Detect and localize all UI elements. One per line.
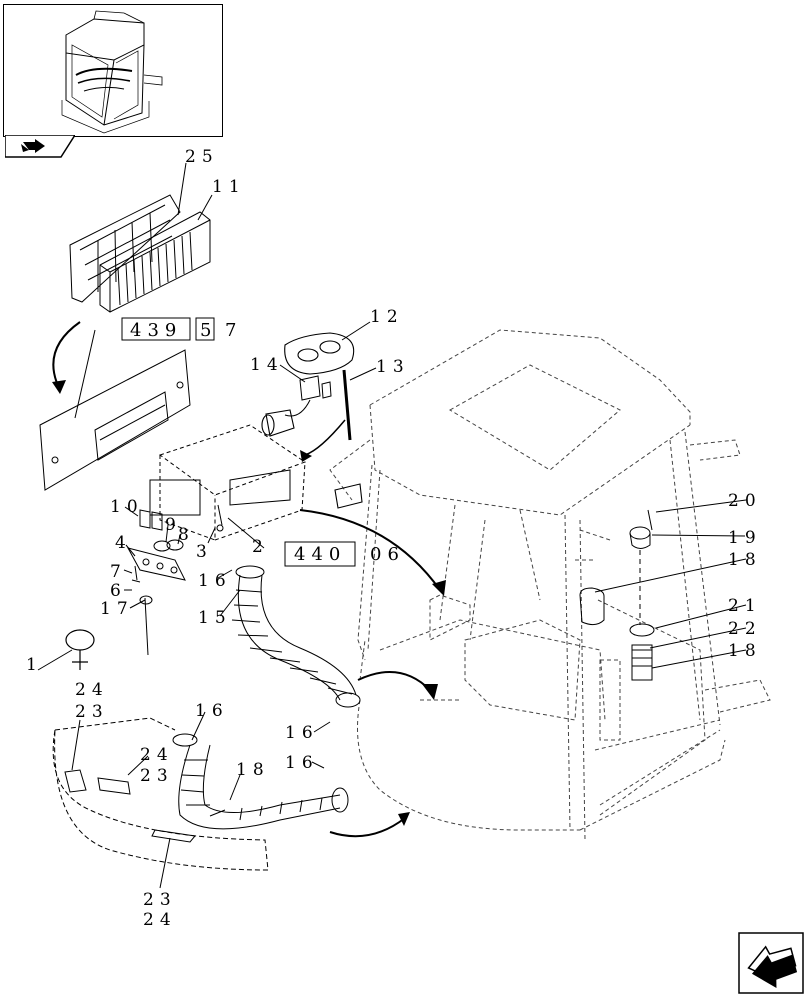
dashboard-lower-panel <box>52 717 269 871</box>
cab-filter-grille <box>69 194 181 303</box>
label-19: 19 <box>728 528 762 548</box>
ref-box-5[interactable]: 5 <box>195 317 217 341</box>
cab-frame-outline <box>329 329 771 841</box>
label-8: 8 <box>178 525 195 545</box>
label-16d: 16 <box>285 753 319 773</box>
vent-bonnet <box>284 332 355 375</box>
label-23a: 23 <box>75 702 109 722</box>
label-16b: 16 <box>195 701 229 721</box>
leader-lines <box>37 162 747 889</box>
label-24b: 24 <box>140 745 174 765</box>
part-labels: 25 11 12 14 13 10 9 8 4 3 2 7 6 17 16 15… <box>26 147 762 930</box>
label-17: 17 <box>100 599 134 619</box>
label-4: 4 <box>115 533 132 553</box>
label-6: 6 <box>110 581 127 601</box>
label-10: 10 <box>110 497 144 517</box>
heater-hose-upper <box>231 565 361 708</box>
label-15: 15 <box>198 608 232 628</box>
hose-clamp <box>65 629 95 670</box>
ref-box-439[interactable]: 439 <box>121 317 191 341</box>
label-21: 21 <box>728 596 762 616</box>
label-14: 14 <box>250 355 284 375</box>
defroster-parts <box>579 509 655 681</box>
next-page-button[interactable] <box>738 932 804 994</box>
label-7: 7 <box>110 562 127 582</box>
label-13: 13 <box>376 357 410 377</box>
label-24a: 24 <box>75 680 109 700</box>
label-23c: 23 <box>143 890 177 910</box>
label-1: 1 <box>26 655 43 675</box>
ref-box-440[interactable]: 440 <box>284 541 356 567</box>
flow-arrow-filter <box>52 321 81 391</box>
prev-page-button[interactable] <box>4 134 77 159</box>
label-18b: 18 <box>728 550 762 570</box>
flow-arrow-heater <box>299 509 441 591</box>
ref-7-text: 7 <box>225 320 242 341</box>
overview-thumbnail <box>3 4 223 137</box>
heater-hose-lower <box>172 733 349 830</box>
cab-filter-element <box>99 211 211 313</box>
label-9: 9 <box>165 515 182 535</box>
ref-440-text: 440 <box>294 544 346 565</box>
vent-grille-small <box>64 769 196 843</box>
label-16a: 16 <box>198 571 232 591</box>
label-12: 12 <box>370 307 404 327</box>
label-25: 25 <box>185 147 219 167</box>
fittings-group <box>127 504 224 656</box>
label-23b: 23 <box>140 766 174 786</box>
label-11: 11 <box>212 177 246 197</box>
arrow-prev-icon <box>4 134 77 158</box>
label-20: 20 <box>728 491 762 511</box>
label-2: 2 <box>252 537 269 557</box>
ref-439-text: 439 <box>130 320 182 341</box>
label-16c: 16 <box>285 723 319 743</box>
label-18a: 18 <box>236 760 270 780</box>
label-22: 22 <box>728 619 762 639</box>
duct-connector <box>261 409 363 509</box>
arrow-next-icon <box>738 932 804 994</box>
ref-06-text: 06 <box>370 544 405 565</box>
fan-switch <box>284 375 332 417</box>
drain-tube <box>342 369 352 441</box>
cab-overview-illustration <box>61 10 163 134</box>
label-3: 3 <box>196 542 213 562</box>
label-18c: 18 <box>728 641 762 661</box>
label-24c: 24 <box>143 910 177 930</box>
ref-5-text: 5 <box>200 320 217 341</box>
filter-cover-panel <box>39 349 191 491</box>
